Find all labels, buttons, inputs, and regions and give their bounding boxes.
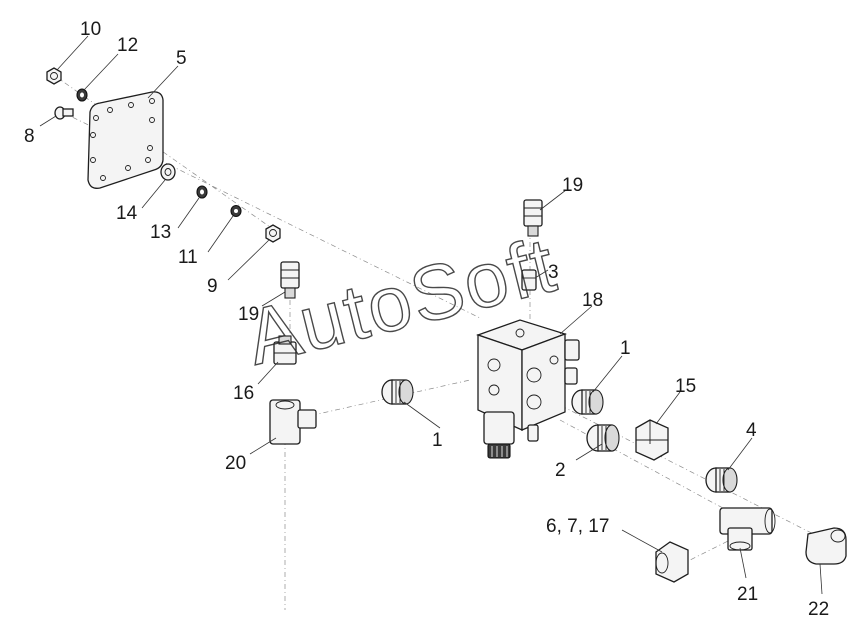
callout-19-left: 19 <box>238 304 259 325</box>
part-15-nut <box>635 419 669 461</box>
callout-13: 13 <box>150 222 171 243</box>
callout-15: 15 <box>675 376 696 397</box>
part-11-washer <box>230 204 242 218</box>
callout-14: 14 <box>116 203 138 224</box>
part-13-washer <box>196 185 208 199</box>
part-5-cover-plate <box>87 91 164 189</box>
part-20-tee <box>269 399 317 445</box>
callout-1-left: 1 <box>432 430 443 451</box>
part-1-union-right <box>571 389 604 415</box>
callout-labels: 10 12 5 8 14 13 11 9 19 19 3 18 1 16 1 2… <box>24 19 829 620</box>
assembly-axes <box>54 75 836 610</box>
callout-2: 2 <box>555 460 566 481</box>
callout-4: 4 <box>746 420 757 441</box>
leader-lines <box>39 35 823 595</box>
part-19-fitting-left <box>280 261 300 299</box>
part-21-tee <box>719 507 776 551</box>
part-14-washer <box>160 163 176 181</box>
part-8-bolt <box>54 106 74 120</box>
part-1-union-left <box>381 379 414 405</box>
callout-16: 16 <box>233 383 254 404</box>
callout-10: 10 <box>80 19 101 40</box>
part-10-nut <box>46 67 62 85</box>
callout-22: 22 <box>808 599 829 620</box>
callout-8: 8 <box>24 126 35 147</box>
part-6-7-17-nut <box>655 541 689 583</box>
callout-9: 9 <box>207 276 218 297</box>
callout-11: 11 <box>178 247 198 268</box>
callout-6-7-17: 6, 7, 17 <box>546 516 609 537</box>
part-3-fitting <box>521 269 537 291</box>
part-4-union <box>705 467 738 493</box>
callout-1-right: 1 <box>620 338 631 359</box>
part-22-elbow <box>805 527 847 565</box>
callout-5: 5 <box>176 48 187 69</box>
callout-19-upper: 19 <box>562 175 583 196</box>
callout-20: 20 <box>225 453 246 474</box>
part-9-nut <box>265 224 281 243</box>
part-16-adapter <box>273 335 297 365</box>
callout-21: 21 <box>737 584 758 605</box>
part-18-valve-block <box>476 319 580 459</box>
callout-12: 12 <box>117 35 138 56</box>
part-2-union <box>586 424 620 452</box>
part-19-fitting-upper <box>523 199 543 237</box>
part-12-washer <box>76 88 88 102</box>
callout-18: 18 <box>582 290 603 311</box>
callout-3: 3 <box>548 262 559 283</box>
